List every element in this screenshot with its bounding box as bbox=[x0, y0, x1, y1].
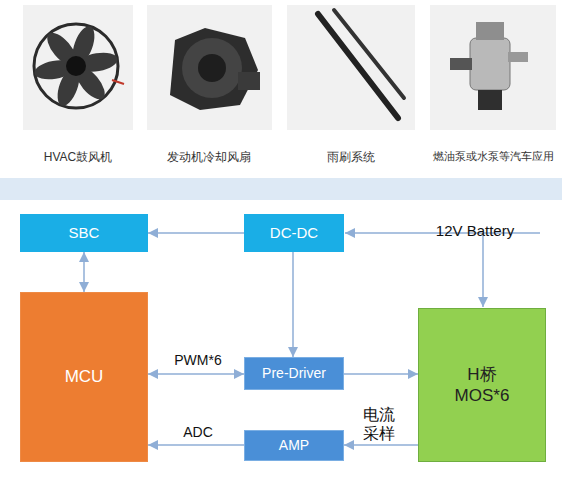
photo-caption: 雨刷系统 bbox=[286, 150, 416, 164]
photo-caption: HVAC鼓风机 bbox=[13, 150, 143, 164]
wiper-arm bbox=[334, 10, 404, 98]
supply-label: 12V Battery bbox=[420, 222, 530, 240]
photo-tile bbox=[23, 5, 133, 130]
process-box: SBC bbox=[20, 214, 148, 252]
process-box: DC-DC bbox=[244, 214, 344, 252]
signal-label: 电流采样 bbox=[361, 405, 397, 443]
connector-arrow bbox=[148, 444, 244, 446]
photo-tile bbox=[430, 5, 556, 130]
fan-outlet bbox=[238, 72, 260, 90]
fan-rotor bbox=[182, 38, 242, 98]
box-label: Pre-Driver bbox=[262, 365, 326, 383]
pump-inlet bbox=[450, 58, 472, 70]
supply-wire bbox=[482, 233, 484, 307]
box-label: MCU bbox=[65, 366, 104, 387]
connector-arrow bbox=[344, 444, 418, 446]
pump-connector bbox=[478, 90, 502, 110]
fan-housing bbox=[170, 28, 258, 110]
connector-arrow bbox=[292, 252, 294, 357]
connector-arrow bbox=[148, 232, 244, 234]
pump-body bbox=[470, 38, 510, 90]
box-label: AMP bbox=[279, 437, 309, 455]
photo-caption: 发动机冷却风扇 bbox=[144, 150, 274, 164]
box-label: DC-DC bbox=[270, 224, 318, 243]
signal-label: PWM*6 bbox=[160, 352, 236, 369]
fan-hub bbox=[66, 56, 86, 76]
connector-arrow bbox=[148, 373, 244, 375]
signal-label: ADC bbox=[160, 424, 236, 441]
photo-tile bbox=[287, 5, 415, 130]
connector-arrow bbox=[344, 373, 418, 375]
photo-tile bbox=[147, 5, 272, 130]
pump-head bbox=[476, 22, 504, 40]
process-box: MCU bbox=[20, 292, 148, 462]
box-label: SBC bbox=[69, 224, 100, 243]
separator-band bbox=[0, 178, 562, 200]
process-box: AMP bbox=[244, 430, 344, 461]
fan-ring bbox=[34, 24, 118, 108]
wiper-blade bbox=[318, 14, 398, 118]
fan-motor bbox=[198, 54, 226, 82]
process-box: H桥 MOS*6 bbox=[418, 308, 546, 462]
pump-outlet bbox=[508, 52, 528, 62]
connector-arrow bbox=[83, 252, 85, 292]
photo-caption: 燃油泵或水泵等汽车应用 bbox=[425, 150, 561, 163]
fan-wire bbox=[112, 80, 124, 84]
process-box: Pre-Driver bbox=[244, 357, 344, 390]
box-label: H桥 MOS*6 bbox=[451, 364, 513, 407]
fan-blades bbox=[33, 23, 119, 108]
